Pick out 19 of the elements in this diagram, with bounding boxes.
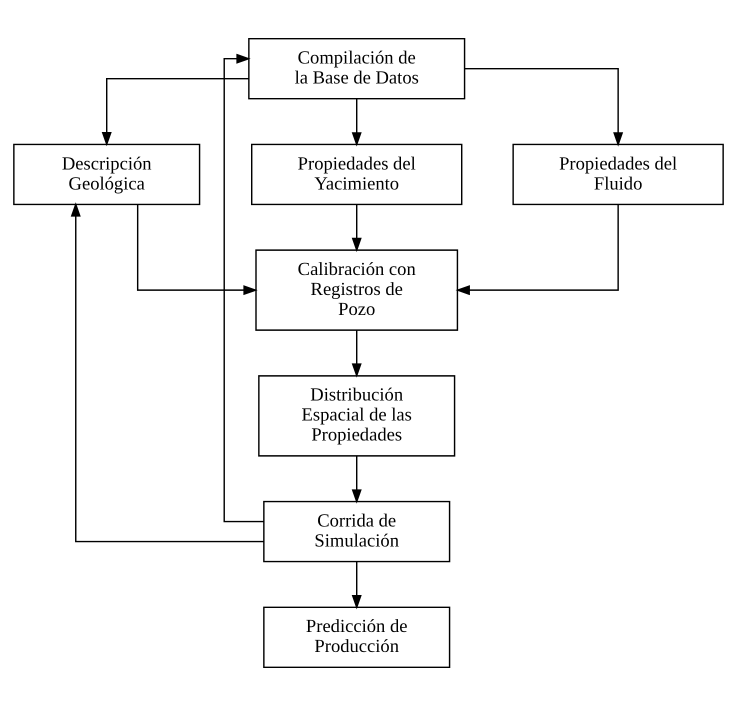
arrow bbox=[352, 204, 362, 252]
arrow bbox=[352, 330, 362, 378]
arrow bbox=[352, 456, 362, 504]
arrow bbox=[70, 202, 264, 542]
arrow bbox=[136, 204, 258, 296]
node-box: Calibración con Registros de Pozo bbox=[255, 249, 458, 331]
node-box: Corrida de Simulación bbox=[263, 500, 450, 562]
arrow bbox=[102, 78, 249, 146]
arrow bbox=[456, 204, 619, 296]
node-box: Predicción de Producción bbox=[263, 606, 450, 668]
node-box: Distribución Espacial de las Propiedades bbox=[258, 375, 456, 457]
arrow bbox=[352, 562, 362, 610]
node-box: Compilación de la Base de Datos bbox=[248, 38, 466, 100]
arrow bbox=[464, 68, 624, 147]
arrow bbox=[224, 54, 264, 522]
node-box: Propiedades del Yacimiento bbox=[251, 144, 462, 206]
node-box: Propiedades del Fluido bbox=[512, 144, 724, 206]
arrow bbox=[352, 98, 362, 146]
node-box: Descripción Geológica bbox=[13, 144, 200, 206]
